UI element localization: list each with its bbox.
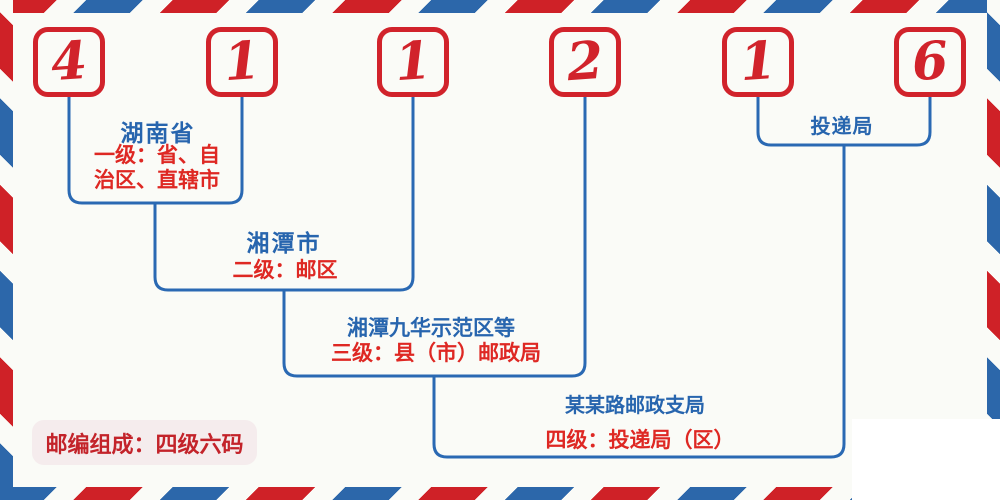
digit-box-6: 6 [894,27,966,97]
digit-3: 1 [392,29,434,94]
level2-description: 二级：邮区 [232,258,338,282]
digit-5: 1 [737,29,779,94]
airmail-border-right [987,0,1000,500]
digit-6: 6 [909,29,951,94]
delivery-office-label: 投递局 [810,114,874,138]
airmail-border-top [0,0,1000,13]
level1-place-label: 湖南省 [120,121,196,147]
level1-description: 一级：省、自 治区、直辖市 [94,143,220,192]
digit-2: 1 [221,29,263,94]
connector-delivery [756,97,932,147]
postal-composition-text: 邮编组成：四级六码 [45,432,244,458]
digit-box-5: 1 [722,27,794,97]
level3-place-label: 湘潭九华示范区等 [347,316,515,340]
corner-cover [852,419,1000,500]
level4-description: 四级：投递局（区） [545,428,735,452]
level4-place-label: 某某路邮政支局 [565,393,705,417]
airmail-border-left [0,0,13,500]
digit-box-4: 2 [549,27,621,97]
airmail-border-bottom [0,487,1000,500]
connector-level4 [432,145,846,459]
digit-box-2: 1 [206,27,278,97]
digit-4: 2 [564,29,606,94]
level2-place-label: 湘潭市 [246,231,322,257]
digit-1: 4 [48,29,90,94]
postal-composition-badge: 邮编组成：四级六码 [32,420,257,465]
level3-description: 三级：县（市）邮政局 [331,341,541,365]
digit-box-3: 1 [377,27,449,97]
digit-box-1: 4 [33,27,105,97]
